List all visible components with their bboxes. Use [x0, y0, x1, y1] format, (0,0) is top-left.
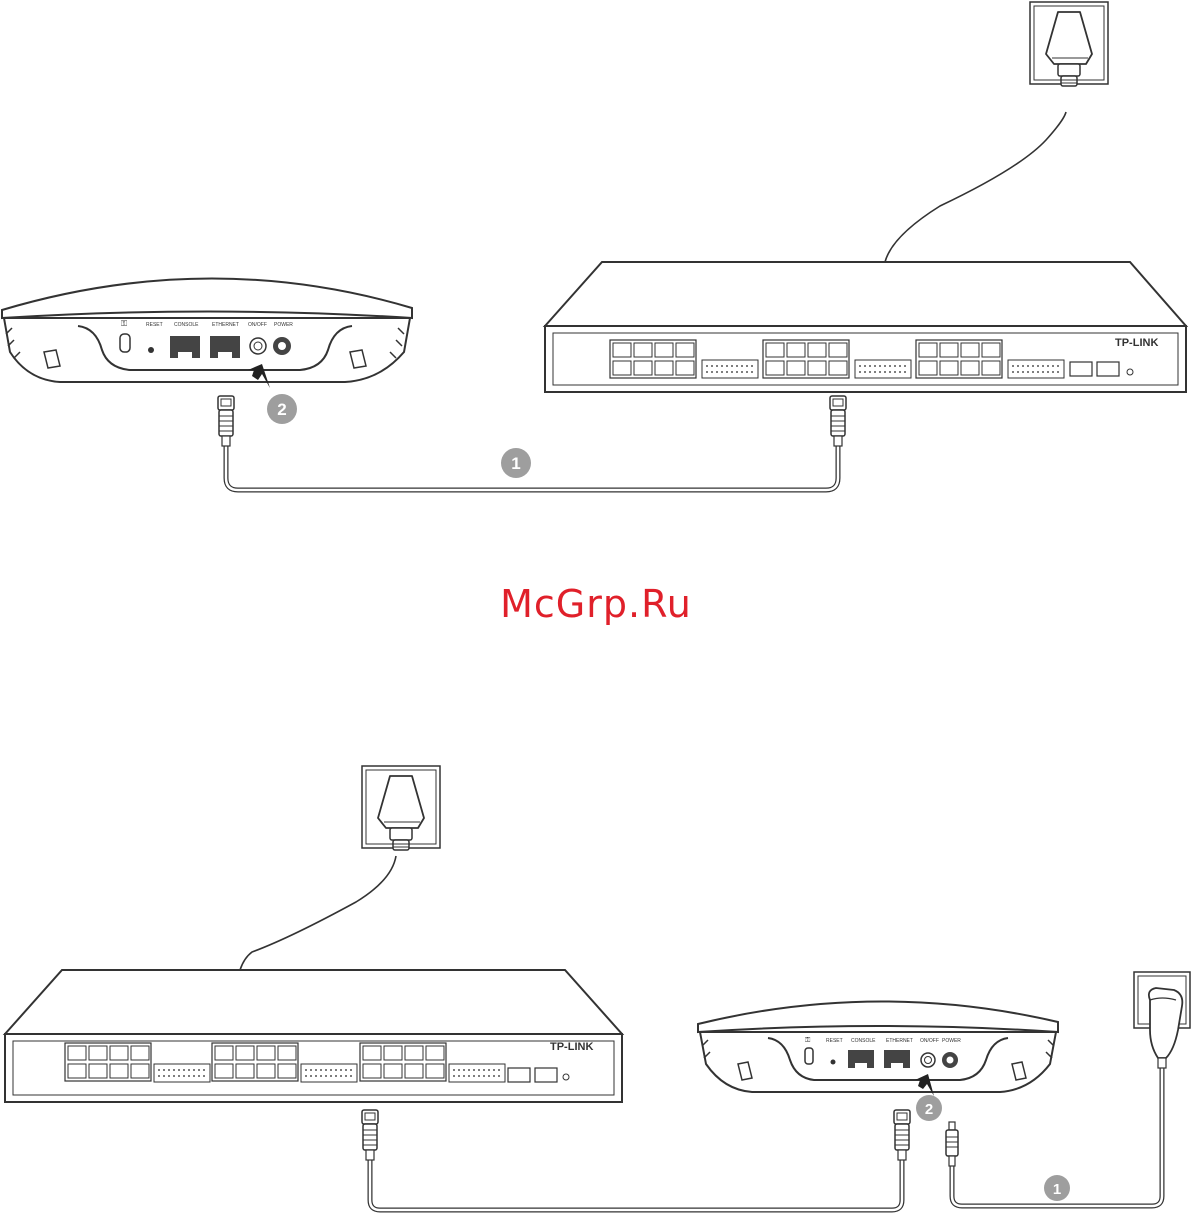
- switch-power-cable-bottom: [240, 856, 396, 970]
- ethernet-label-bottom: ETHERNET: [886, 1038, 913, 1044]
- step-2-label-bottom: 2: [925, 1101, 933, 1118]
- reset-hole-icon: [148, 347, 154, 353]
- power-label-bottom: POWER: [942, 1038, 961, 1044]
- console-label-bottom: CONSOLE: [851, 1038, 876, 1044]
- rj45-connector-ap-bottom: [894, 1110, 910, 1160]
- step-2-label: 2: [277, 400, 286, 419]
- onoff-label-bottom: ON/OFF: [920, 1038, 939, 1044]
- switch-brand-bottom: TP-LINK: [550, 1041, 593, 1053]
- ethernet-label: ETHERNET: [212, 322, 239, 328]
- console-label: CONSOLE: [174, 322, 199, 328]
- access-point-bottom: ⚿ RESET CONSOLE ETHERNET ON/OFF POWER: [698, 1001, 1058, 1092]
- wall-outlet-bottom-right: [1134, 972, 1190, 1068]
- ethernet-cable-top: [226, 438, 838, 490]
- watermark-text: McGrp.Ru: [0, 582, 1192, 626]
- step-1-label: 1: [511, 454, 520, 473]
- ethernet-cable-bottom: [370, 1152, 902, 1210]
- reset-label-bottom: RESET: [826, 1038, 843, 1044]
- power-label: POWER: [274, 322, 293, 328]
- kensington-slot-icon-bottom: [805, 1048, 813, 1064]
- reset-hole-icon-bottom: [831, 1060, 836, 1065]
- reset-label: RESET: [146, 322, 163, 328]
- rj45-connector-switch-bottom: [362, 1110, 378, 1160]
- switch-bottom: TP-LINK: [5, 970, 622, 1102]
- switch-top: TP-LINK: [545, 262, 1186, 392]
- rj45-connector-switch-top: [830, 396, 846, 446]
- rj45-connector-ap-top: [218, 396, 234, 446]
- kensington-slot-icon: [120, 334, 130, 352]
- svg-text:⚿: ⚿: [121, 319, 127, 328]
- wall-outlet-top: [1030, 2, 1108, 86]
- wall-outlet-bottom-left: [362, 766, 440, 850]
- access-point-top: ⚿ RESET CONSOLE ETHERNET ON/OFF POWER: [2, 278, 412, 382]
- bottom-diagram: TP-LINK ⚿ RESET CONSOLE: [5, 766, 1190, 1210]
- step-1-label-bottom: 1: [1053, 1181, 1061, 1198]
- svg-text:⚿: ⚿: [805, 1037, 811, 1044]
- switch-power-cable-top: [885, 112, 1066, 262]
- top-diagram: ⚿ RESET CONSOLE ETHERNET ON/OFF POWER 2: [2, 2, 1186, 490]
- onoff-label: ON/OFF: [248, 322, 267, 328]
- switch-brand-top: TP-LINK: [1115, 337, 1158, 349]
- dc-plug-icon: [946, 1122, 958, 1166]
